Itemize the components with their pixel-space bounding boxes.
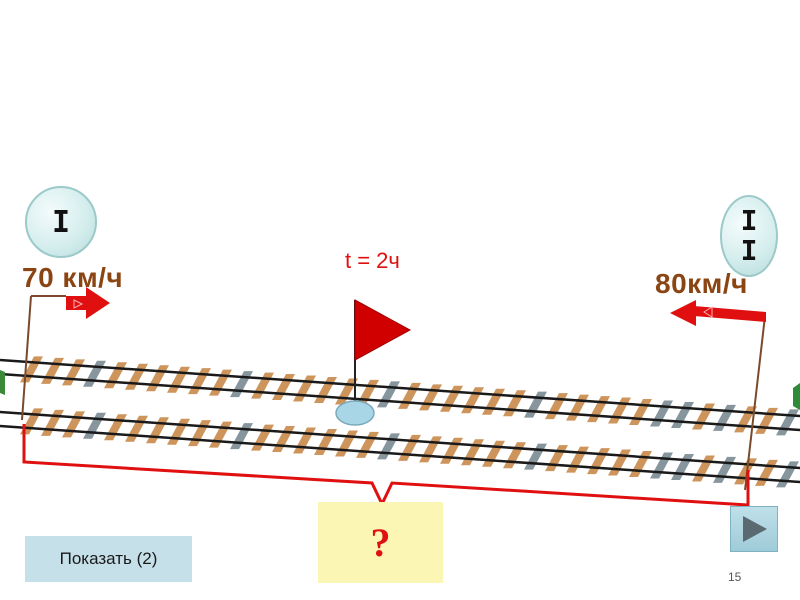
sleeper xyxy=(293,376,316,402)
sleeper xyxy=(461,439,484,465)
sleeper xyxy=(335,430,358,456)
sleeper xyxy=(83,413,106,439)
sleeper xyxy=(188,368,211,394)
train-2-label-line2: I xyxy=(741,236,758,266)
sleeper xyxy=(251,373,274,399)
sleeper xyxy=(524,392,547,418)
sleeper xyxy=(545,445,568,471)
play-triangle-icon xyxy=(731,507,777,551)
sleeper xyxy=(629,399,652,425)
sleeper xyxy=(41,410,64,436)
sleeper xyxy=(125,416,148,442)
sleeper xyxy=(356,432,379,458)
sleeper xyxy=(377,433,400,459)
train-2-speed: 80км/ч xyxy=(655,268,748,300)
sleeper xyxy=(776,461,799,487)
sleeper xyxy=(671,454,694,480)
sleeper xyxy=(713,457,736,483)
red-flag-icon xyxy=(336,300,410,425)
sleeper xyxy=(713,405,736,431)
sleeper xyxy=(398,383,421,409)
show-answer-button[interactable]: Показать (2) xyxy=(25,536,192,582)
sleeper xyxy=(587,448,610,474)
sleeper xyxy=(377,381,400,407)
sleeper xyxy=(188,420,211,446)
train-1-badge: I xyxy=(25,186,97,258)
rail-lower-2 xyxy=(0,426,800,482)
sleeper xyxy=(545,393,568,419)
answer-box: ? xyxy=(318,502,443,583)
sleeper xyxy=(293,428,316,454)
sleeper xyxy=(209,422,232,448)
sleeper xyxy=(167,367,190,393)
sleeper xyxy=(671,402,694,428)
sleeper xyxy=(587,396,610,422)
sleeper xyxy=(20,356,43,382)
sleeper xyxy=(755,460,778,486)
next-slide-button[interactable] xyxy=(730,506,778,552)
sleeper xyxy=(146,365,169,391)
slide-number: 15 xyxy=(728,570,741,584)
sleeper xyxy=(503,390,526,416)
sleeper xyxy=(230,371,253,397)
sleeper xyxy=(566,395,589,421)
sleeper xyxy=(776,409,799,435)
sleeper xyxy=(62,411,85,437)
sleeper xyxy=(125,364,148,390)
sleeper xyxy=(251,425,274,451)
train-1-label: I xyxy=(52,205,70,240)
sleeper xyxy=(83,361,106,387)
sleeper xyxy=(62,359,85,385)
sleeper xyxy=(650,453,673,479)
sleeper xyxy=(167,419,190,445)
sleeper xyxy=(272,374,295,400)
time-label: t = 2ч xyxy=(345,248,400,274)
sleeper xyxy=(503,442,526,468)
arrow-left-icon xyxy=(670,300,766,326)
sleeper xyxy=(629,451,652,477)
left-edge-marker xyxy=(0,370,5,395)
sleeper xyxy=(314,377,337,403)
sleeper xyxy=(608,450,631,476)
sleeper xyxy=(482,389,505,415)
sleeper xyxy=(650,401,673,427)
sleeper xyxy=(461,387,484,413)
sleeper xyxy=(104,414,127,440)
sleeper xyxy=(692,403,715,429)
sleeper xyxy=(209,370,232,396)
sleeper xyxy=(104,362,127,388)
right-edge-marker xyxy=(793,383,800,410)
sleeper xyxy=(41,358,64,384)
sleeper xyxy=(482,441,505,467)
sleeper xyxy=(272,426,295,452)
sleeper xyxy=(230,423,253,449)
sleeper xyxy=(755,408,778,434)
sleeper xyxy=(440,386,463,412)
sleeper xyxy=(440,438,463,464)
sleeper xyxy=(608,398,631,424)
sleeper xyxy=(566,447,589,473)
sleeper xyxy=(524,444,547,470)
sleeper xyxy=(419,384,442,410)
train-2-badge: I I xyxy=(720,195,778,277)
sleeper xyxy=(314,429,337,455)
sleeper xyxy=(692,455,715,481)
question-mark: ? xyxy=(371,519,391,566)
train-1-marker-line xyxy=(22,296,31,420)
train-1-speed: 70 км/ч xyxy=(22,262,123,294)
sleeper xyxy=(398,435,421,461)
train-2-label-line1: I xyxy=(741,206,758,236)
sleeper xyxy=(419,436,442,462)
sleeper xyxy=(146,417,169,443)
